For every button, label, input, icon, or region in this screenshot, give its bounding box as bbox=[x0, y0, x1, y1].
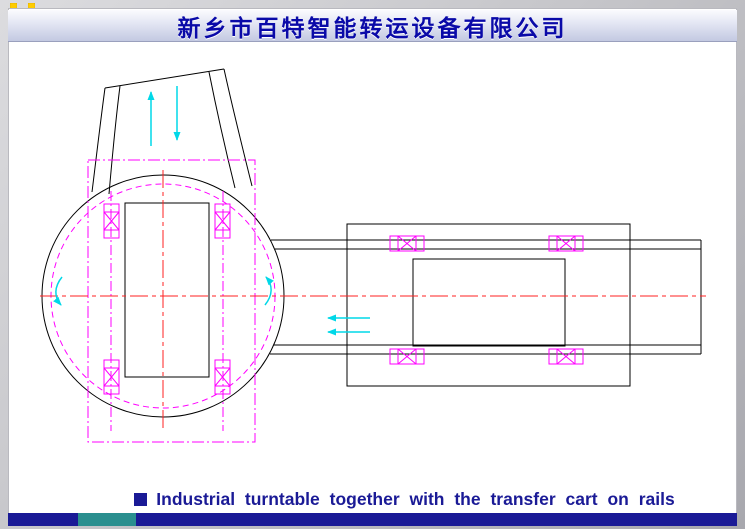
bottom-bar bbox=[8, 513, 737, 526]
slide-content: 新乡市百特智能转运设备有限公司 Industrial turntable tog… bbox=[8, 8, 737, 526]
corner-dot-icon bbox=[10, 3, 17, 10]
company-title: 新乡市百特智能转运设备有限公司 bbox=[177, 14, 568, 41]
caption: Industrial turntable together with the t… bbox=[8, 489, 737, 510]
corner-dot-icon bbox=[28, 3, 35, 10]
caption-bullet-icon bbox=[134, 493, 148, 506]
bottom-bar-accent bbox=[78, 513, 136, 526]
caption-text: Industrial turntable together with the t… bbox=[156, 489, 675, 509]
header-bar: 新乡市百特智能转运设备有限公司 bbox=[8, 10, 737, 42]
